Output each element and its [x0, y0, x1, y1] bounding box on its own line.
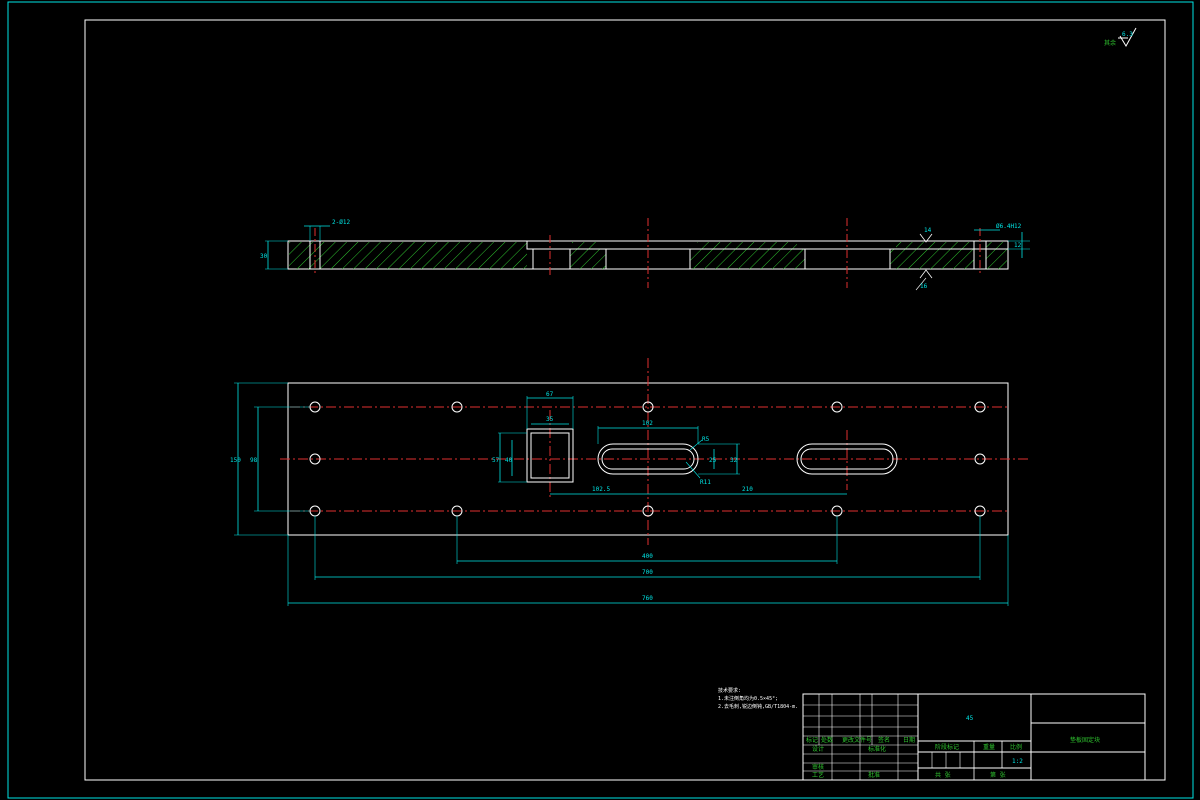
svg-text:批准: 批准 — [868, 771, 880, 779]
svg-text:更改文件号: 更改文件号 — [842, 736, 872, 744]
svg-text:阶段标记: 阶段标记 — [935, 743, 959, 751]
hole-callout-right: Ø6.4H12 — [996, 223, 1022, 230]
title-block: 45 垫板固定块 标记 处数 更改文件号 签名 日期 设计 标准化 审核 工艺 … — [802, 693, 1146, 781]
hole-callout-left: 2-Ø12 — [332, 219, 350, 226]
svg-text:工艺: 工艺 — [812, 771, 824, 779]
mounting-hole — [974, 453, 986, 465]
mounting-hole — [642, 401, 654, 413]
svg-text:第 张: 第 张 — [990, 771, 1006, 779]
roughness-symbol: 其余 6.3 — [1104, 27, 1137, 47]
svg-text:标记: 标记 — [806, 736, 818, 744]
outer-sheet-border — [7, 1, 1194, 799]
pocket-inner-dim: 35 — [546, 416, 554, 423]
svg-text:设计: 设计 — [812, 745, 824, 753]
svg-text:1.未注倒角均为0.5×45°;: 1.未注倒角均为0.5×45°; — [718, 695, 778, 702]
technical-notes: 技术要求: 1.未注倒角均为0.5×45°; 2.去毛刺,锐边倒钝,GB/T18… — [718, 687, 798, 710]
mounting-hole — [831, 401, 843, 413]
svg-text:重量: 重量 — [983, 743, 995, 751]
inner-height-dim: 98 — [250, 457, 258, 464]
svg-text:标准化: 标准化 — [868, 745, 886, 753]
svg-text:审核: 审核 — [812, 763, 824, 771]
slot-width-dim: 25 — [709, 457, 717, 464]
mounting-hole — [642, 505, 654, 517]
mounting-hole — [309, 453, 321, 465]
part-name: 垫板固定块 — [1070, 736, 1100, 744]
slot-left-outer — [597, 443, 699, 475]
counterbore-bottom-dim: 16 — [920, 283, 928, 290]
slot-radius-bottom: R11 — [700, 479, 711, 486]
overall-height-dim: 150 — [230, 457, 241, 464]
mounting-holes — [309, 401, 986, 517]
span-overall-dim: 760 — [642, 595, 653, 602]
offset-left-dim: 102.5 — [592, 486, 610, 493]
svg-text:共 张: 共 张 — [935, 771, 951, 779]
svg-text:处数: 处数 — [821, 736, 833, 744]
pocket-height-inner-dim: 40 — [505, 457, 513, 464]
square-pocket-outer — [526, 428, 574, 483]
mounting-hole — [974, 401, 986, 413]
svg-text:日期: 日期 — [903, 736, 915, 744]
svg-text:技术要求:: 技术要求: — [718, 687, 741, 694]
plan-view: 67 35 57 40 102 R5 25 32 R11 102.5 21 — [230, 358, 1030, 606]
slot-length-dim: 102 — [642, 420, 653, 427]
slot-right-inner — [800, 448, 894, 470]
scale-value: 1:2 — [1012, 758, 1023, 765]
slot-outer-dim: 32 — [730, 457, 738, 464]
slot-radius-top: R5 — [702, 436, 710, 443]
counterbore-dim: 14 — [924, 227, 932, 234]
mounting-hole — [451, 401, 463, 413]
pocket-height-dim: 57 — [492, 457, 500, 464]
section-thickness-dim: 30 — [260, 253, 268, 260]
material: 45 — [966, 715, 974, 722]
svg-text:签名: 签名 — [878, 736, 890, 744]
pocket-outer-dim: 67 — [546, 391, 554, 398]
section-right-dim: 12 — [1014, 242, 1022, 249]
svg-text:比例: 比例 — [1010, 743, 1022, 751]
square-pocket-inner — [530, 432, 570, 479]
slot-right-outer — [796, 443, 898, 475]
svg-text:2.去毛刺,锐边倒钝,GB/T1804-m.: 2.去毛刺,锐边倒钝,GB/T1804-m. — [718, 703, 798, 710]
svg-text:6.3: 6.3 — [1122, 31, 1133, 38]
span-inner-dim: 400 — [642, 553, 653, 560]
span-middle-dim: 700 — [642, 569, 653, 576]
section-view: 30 2-Ø12 Ø6.4H12 12 14 16 — [260, 218, 1030, 291]
inner-drawing-frame — [84, 19, 1166, 781]
offset-right-dim: 210 — [742, 486, 753, 493]
svg-text:其余: 其余 — [1104, 39, 1116, 47]
slot-left-inner — [601, 448, 695, 470]
